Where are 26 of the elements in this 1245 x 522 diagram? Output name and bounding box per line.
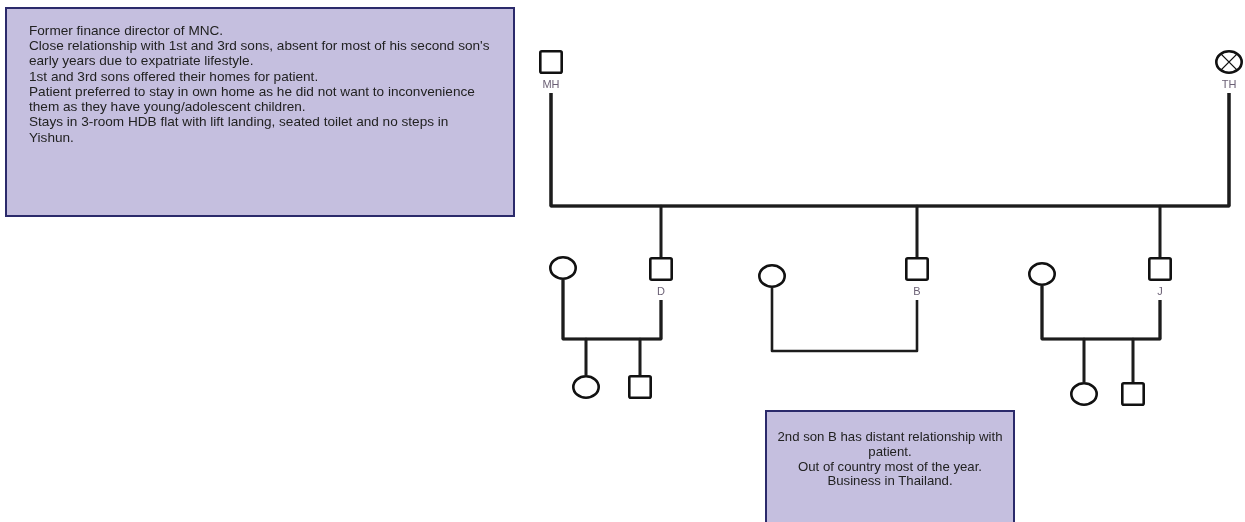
family-line — [1158, 93, 1231, 257]
family-line — [638, 300, 663, 375]
female-symbol — [1070, 382, 1098, 406]
male-symbol — [1121, 382, 1145, 406]
family-line — [1131, 300, 1162, 382]
note-text: Stays in 3-room HDB flat with lift landing, seated toilet and no steps in Yishun. — [29, 114, 450, 145]
note-text: Out of country most of the year. — [797, 459, 983, 475]
note-text: 2nd son B has distant relationship with patient. — [776, 430, 1004, 460]
person-label: J — [1156, 284, 1164, 298]
note-text: Patient preferred to stay in own home as he did not want to inconvenience them as they have young/adolescent children. — [29, 83, 476, 115]
female-symbol — [1028, 262, 1056, 286]
note-text: 1st and 3rd sons offered their homes for patient. — [29, 68, 320, 84]
person-label: D — [656, 284, 666, 298]
person-label: TH — [1220, 77, 1238, 91]
person-label: B — [912, 284, 922, 298]
female-symbol — [758, 264, 786, 288]
note-box — [5, 7, 515, 217]
note-text: Close relationship with 1st and 3rd sons, absent for most of his second son's early years due to expatriate lifestyle. — [29, 38, 491, 69]
female-symbol — [572, 375, 600, 399]
note-text: Former finance director of MNC. — [29, 23, 225, 39]
note-text: Business in Thailand. — [826, 474, 953, 490]
family-line — [770, 288, 919, 353]
person-label: MH — [541, 77, 561, 91]
male-symbol — [628, 375, 652, 399]
female-symbol — [549, 256, 577, 280]
note-box — [765, 410, 1015, 522]
